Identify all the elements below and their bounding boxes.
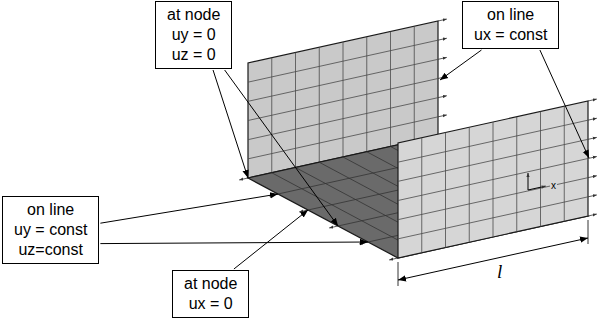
callout-text: at node	[184, 274, 237, 294]
dimension-label: l	[497, 261, 502, 283]
leader-arrow	[100, 242, 368, 244]
callout-text: on line	[474, 5, 547, 25]
callout-box: on lineux = const	[462, 1, 559, 49]
constraint-arrow	[438, 57, 447, 59]
constraint-arrow	[588, 176, 597, 178]
constraint-arrow	[329, 226, 338, 228]
constraint-arrow	[438, 115, 447, 117]
axis-arrow	[528, 186, 546, 190]
leader-arrow	[540, 50, 589, 158]
leader-arrows	[100, 50, 589, 269]
mesh-line	[248, 79, 438, 121]
leader-arrow	[440, 50, 481, 80]
callout-box: at nodeuy = 0uz = 0	[155, 1, 232, 69]
constraint-arrow	[588, 118, 597, 120]
callout-text: uy = const	[14, 220, 87, 240]
constraint-arrow	[438, 19, 447, 21]
leader-arrow	[100, 194, 278, 223]
mesh-line	[398, 159, 588, 201]
callout-text: uy = 0	[167, 25, 220, 45]
constraint-arrow	[239, 178, 248, 180]
coordinate-triad	[528, 173, 546, 190]
constraint-arrow	[438, 38, 447, 40]
callout-text: ux = 0	[184, 294, 237, 314]
leader-arrow	[225, 70, 338, 226]
back-edge-arrows	[438, 19, 447, 136]
axis-arrow	[528, 173, 529, 190]
callout-text: uz=const	[14, 240, 87, 260]
mesh-line	[248, 40, 438, 82]
callout-box: on lineuy = constuz=const	[2, 196, 99, 264]
mesh-line	[398, 139, 588, 181]
left-edge-arrows	[239, 178, 398, 260]
length-dimension	[398, 220, 588, 286]
mesh-line	[398, 120, 588, 162]
callout-box: at nodeux = 0	[172, 270, 249, 318]
extension-line	[588, 220, 589, 244]
front-flange-outline	[398, 101, 588, 258]
dimension-line	[398, 238, 588, 280]
constraint-arrow	[389, 258, 398, 260]
mesh-line	[398, 178, 588, 220]
mesh-line	[248, 59, 438, 101]
leader-arrow	[213, 70, 248, 178]
callout-text: uz = 0	[167, 45, 220, 65]
callout-text: at node	[167, 5, 220, 25]
constraint-arrow	[588, 99, 597, 101]
constraint-arrow	[438, 96, 447, 98]
mesh-line	[398, 197, 588, 239]
leader-arrow	[234, 210, 308, 269]
constraint-arrow	[588, 137, 597, 139]
channel-model	[239, 19, 597, 260]
callout-text: ux = const	[474, 25, 547, 45]
callout-text: on line	[14, 200, 87, 220]
extension-line	[398, 262, 399, 286]
constraint-arrow	[588, 214, 597, 216]
front-flange	[398, 101, 588, 258]
mesh-line	[248, 98, 438, 140]
axis-label: x	[550, 180, 557, 191]
constraint-arrow	[588, 195, 597, 197]
